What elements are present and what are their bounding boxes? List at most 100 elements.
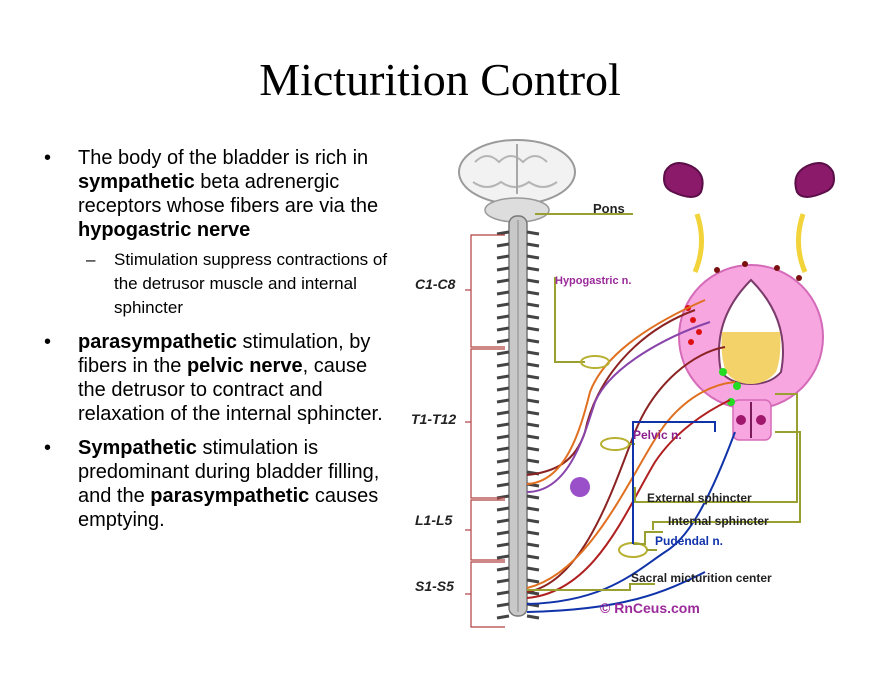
nerve-root bbox=[496, 434, 510, 440]
label-external-sphincter: External sphincter bbox=[647, 491, 752, 505]
segment-label-sacral: S1-S5 bbox=[415, 578, 454, 594]
nerve-root bbox=[496, 278, 510, 284]
nerve-root bbox=[496, 590, 510, 596]
nerve-root bbox=[496, 410, 510, 416]
brain-illustration bbox=[458, 139, 576, 223]
nerve-root bbox=[496, 554, 510, 560]
label-internal-sphincter: Internal sphincter bbox=[668, 514, 769, 528]
micturition-diagram: C1-C8 T1-T12 L1-L5 S1-S5 bbox=[411, 139, 835, 628]
nerve-root bbox=[496, 314, 510, 320]
nerve-root bbox=[526, 326, 540, 332]
nerve-root bbox=[526, 314, 540, 320]
bullet-bold-text: pelvic nerve bbox=[186, 355, 303, 377]
nerve-root bbox=[496, 362, 510, 368]
nerve-root bbox=[496, 458, 510, 464]
nerve-root bbox=[496, 266, 510, 272]
nerve-root bbox=[496, 602, 510, 608]
bullet-item: • The body of the bladder is rich in sym… bbox=[44, 146, 394, 242]
bullet-text: The body of the bladder is rich in bbox=[78, 147, 369, 169]
nerve-root bbox=[526, 398, 540, 404]
nerve-root bbox=[526, 242, 540, 248]
nerve-root bbox=[526, 254, 540, 260]
bullet-bold-text: parasympathetic bbox=[78, 331, 237, 353]
nerve-root bbox=[496, 482, 510, 488]
bullet-item: • parasympathetic stimulation, by fibers… bbox=[44, 330, 394, 426]
label-hypogastric-nerve: Hypogastric n. bbox=[555, 275, 631, 287]
nerve-root bbox=[496, 506, 510, 512]
nerve-root bbox=[496, 614, 510, 620]
segment-label-thoracic: T1-T12 bbox=[411, 411, 456, 427]
bullet-bold-text: sympathetic bbox=[78, 171, 195, 193]
nerve-root bbox=[526, 302, 540, 308]
bullet-marker: • bbox=[44, 331, 52, 353]
nerve-root bbox=[496, 530, 510, 536]
nerve-root bbox=[526, 542, 540, 548]
bladder-illustration bbox=[678, 261, 824, 441]
nerve-root bbox=[496, 254, 510, 260]
nerve-root bbox=[526, 494, 540, 500]
bullet-bold-text: Sympathetic bbox=[78, 437, 197, 459]
label-pudendal-nerve: Pudendal n. bbox=[655, 534, 723, 548]
nerve-root bbox=[496, 446, 510, 452]
nerve-root bbox=[526, 278, 540, 284]
slide-title: Micturition Control bbox=[259, 54, 621, 105]
label-pons: Pons bbox=[593, 201, 625, 216]
nerve-root bbox=[526, 362, 540, 368]
nerve-root bbox=[496, 230, 510, 236]
nerve-root bbox=[496, 242, 510, 248]
nerve-root bbox=[526, 266, 540, 272]
nerve-root bbox=[526, 230, 540, 236]
nerve-root bbox=[526, 530, 540, 536]
label-sacral-micturition-center: Sacral micturition center bbox=[631, 571, 772, 585]
bullet-text: beta adrenergic receptors whose fibers a… bbox=[78, 171, 379, 217]
bullet-bold-text: parasympathetic bbox=[150, 485, 310, 507]
nerve-root bbox=[526, 614, 540, 620]
bullet-text: causes emptying. bbox=[78, 485, 379, 531]
segment-brackets bbox=[465, 234, 505, 628]
nerve-root bbox=[496, 338, 510, 344]
sub-bullet-marker: – bbox=[86, 250, 96, 269]
spinal-cord bbox=[496, 215, 540, 620]
nerve-root bbox=[496, 290, 510, 296]
nerve-root bbox=[496, 470, 510, 476]
nerve-root bbox=[496, 374, 510, 380]
bullet-bold-text: hypogastric nerve bbox=[78, 219, 251, 241]
nerve-root bbox=[526, 446, 540, 452]
segment-label-cervical: C1-C8 bbox=[415, 276, 456, 292]
nerve-root bbox=[526, 338, 540, 344]
nerve-root bbox=[526, 290, 540, 296]
nerve-root bbox=[526, 578, 540, 584]
kidneys bbox=[663, 162, 835, 273]
bullet-marker: • bbox=[44, 437, 52, 459]
nerve-root bbox=[496, 422, 510, 428]
nerve-root bbox=[496, 566, 510, 572]
nerve-root bbox=[526, 374, 540, 380]
nerve-root bbox=[496, 350, 510, 356]
bullet-text: stimulation is predominant during bladde… bbox=[78, 437, 380, 507]
nerve-root bbox=[496, 578, 510, 584]
nerve-root bbox=[496, 302, 510, 308]
bullet-marker: • bbox=[44, 147, 52, 169]
copyright-text: © RnCeus.com bbox=[600, 600, 700, 616]
nerve-root bbox=[526, 410, 540, 416]
nerve-root bbox=[526, 506, 540, 512]
nerve-pathways bbox=[526, 299, 736, 613]
bullet-text: stimulation, by fibers in the bbox=[78, 331, 371, 377]
bullet-list: • The body of the bladder is rich in sym… bbox=[44, 146, 394, 542]
bullet-item: • Sympathetic stimulation is predominant… bbox=[44, 436, 394, 532]
nerve-root bbox=[526, 566, 540, 572]
label-pelvic-nerve: Pelvic n. bbox=[633, 428, 682, 442]
segment-label-lumbar: L1-L5 bbox=[415, 512, 453, 528]
sub-bullet-text: Stimulation suppress contractions of the… bbox=[114, 250, 388, 317]
nerve-root bbox=[526, 422, 540, 428]
label-leaders bbox=[527, 213, 801, 591]
nerve-root bbox=[496, 326, 510, 332]
nerve-root bbox=[496, 398, 510, 404]
nerve-root bbox=[526, 386, 540, 392]
nerve-root bbox=[496, 518, 510, 524]
nerve-root bbox=[496, 542, 510, 548]
nerve-root bbox=[526, 434, 540, 440]
nerve-root bbox=[526, 554, 540, 560]
nerve-root bbox=[526, 458, 540, 464]
sub-bullet-item: – Stimulation suppress contractions of t… bbox=[44, 248, 394, 320]
